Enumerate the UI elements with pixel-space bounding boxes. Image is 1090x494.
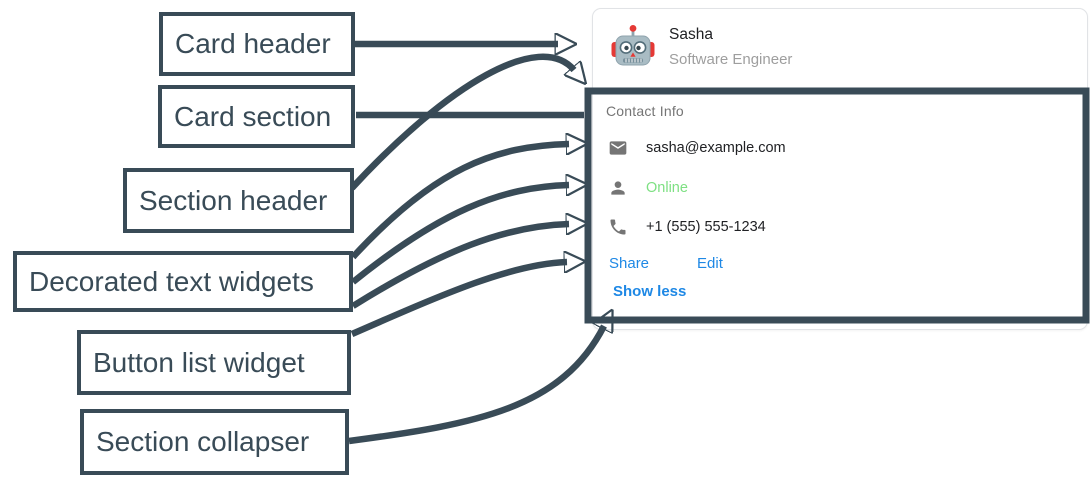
show-less-button[interactable]: Show less: [613, 283, 687, 300]
email-text: sasha@example.com: [646, 140, 786, 156]
decorated-text-row-email: sasha@example.com: [608, 136, 786, 160]
arrow-section-header: [349, 53, 574, 191]
decorated-text-row-phone: +1 (555) 555-1234: [608, 215, 766, 239]
label-section-collapser: Section collapser: [80, 409, 349, 475]
card-header-name: Sasha: [669, 26, 713, 43]
email-icon: [609, 141, 627, 155]
label-card-header: Card header: [159, 12, 355, 76]
arrow-button-list: [350, 262, 567, 337]
status-text: Online: [646, 180, 688, 196]
robot-avatar-icon: [611, 25, 655, 66]
label-card-section: Card section: [158, 85, 355, 148]
profile-card: Sasha Software Engineer Contact Info sas…: [592, 8, 1088, 330]
button-list: Share Edit: [609, 255, 723, 272]
arrow-decorated-phone: [351, 224, 569, 309]
decorated-text-row-status: Online: [608, 176, 688, 200]
card-header-subtitle: Software Engineer: [669, 51, 793, 68]
person-icon: [611, 181, 625, 195]
label-decorated-text-widgets: Decorated text widgets: [13, 251, 353, 312]
phone-icon: [610, 219, 626, 235]
phone-text: +1 (555) 555-1234: [646, 219, 766, 235]
arrow-decorated-online: [350, 185, 569, 285]
label-button-list-widget: Button list widget: [77, 330, 351, 395]
section-header-title: Contact Info: [606, 103, 684, 119]
arrow-decorated-email: [350, 144, 569, 260]
label-section-header: Section header: [123, 168, 354, 233]
edit-button[interactable]: Edit: [697, 255, 723, 272]
arrow-section-collapser: [348, 326, 604, 445]
share-button[interactable]: Share: [609, 255, 650, 272]
